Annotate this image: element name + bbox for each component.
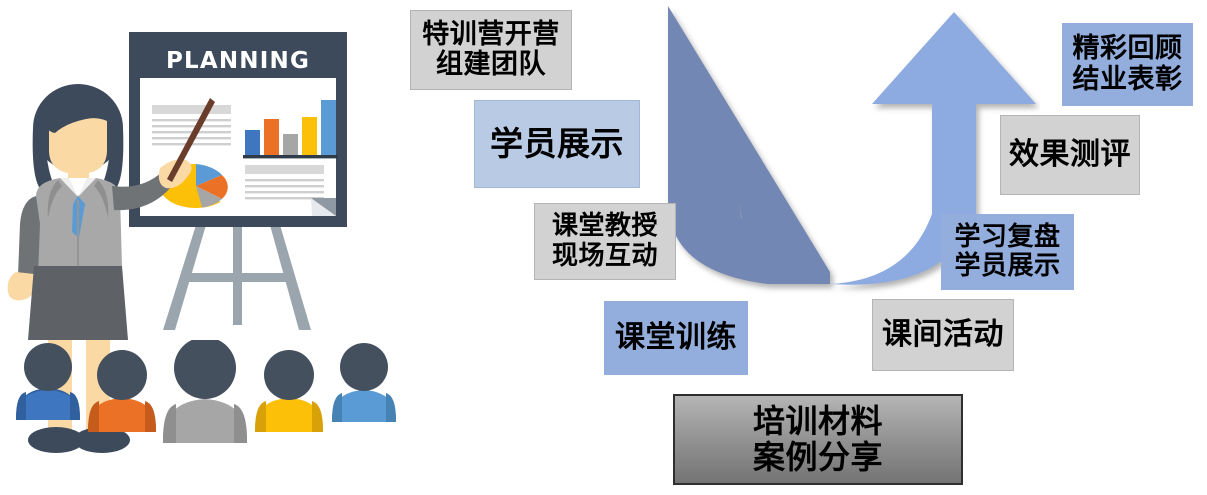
board-text-lines-bottom (245, 165, 324, 200)
u-turn-arrow (640, 0, 1040, 300)
step-class-teaching-box[interactable]: 课堂教授 现场互动 (534, 203, 676, 280)
audience-row (16, 340, 396, 443)
step-trainee-show-box[interactable]: 学员展示 (474, 100, 640, 188)
step-training-material-line-2: 案例分享 (752, 437, 883, 476)
audience-person-1 (16, 343, 82, 420)
bar-chart-icon (243, 100, 338, 159)
step-effect-evaluation-line-1: 效果测评 (1009, 137, 1131, 173)
step-class-teaching-line-1: 课堂教授 (551, 211, 658, 242)
step-camp-open-box[interactable]: 特训营开营 组建团队 (410, 10, 572, 90)
illustration-svg: PLANNING (7, 32, 347, 453)
easel-legs-icon (163, 225, 311, 330)
audience-person-2 (88, 350, 156, 432)
page-fold-corner-icon (311, 198, 336, 216)
step-camp-open-line-2: 组建团队 (436, 49, 546, 80)
step-camp-open-line-1: 特训营开营 (422, 18, 560, 50)
pointer-stick-icon (167, 98, 215, 182)
audience-person-5 (332, 343, 396, 422)
presentation-illustration: PLANNING (0, 0, 400, 491)
step-effect-evaluation-box[interactable]: 效果测评 (1000, 115, 1140, 195)
step-class-training-box[interactable]: 课堂训练 (604, 301, 748, 375)
board-title: PLANNING (166, 48, 310, 74)
step-break-activity-line-1: 课间活动 (882, 317, 1004, 353)
step-break-activity-box[interactable]: 课间活动 (872, 299, 1014, 371)
step-training-material-box[interactable]: 培训材料 案例分享 (673, 394, 963, 485)
step-highlight-review-line-2: 结业表彰 (1072, 63, 1183, 95)
step-learning-review-line-2: 学员展示 (954, 251, 1061, 281)
step-class-teaching-line-2: 现场互动 (551, 240, 658, 271)
audience-person-4 (255, 350, 323, 432)
step-learning-review-box[interactable]: 学习复盘 学员展示 (941, 214, 1074, 290)
audience-person-3 (163, 340, 247, 443)
step-trainee-show-line-1: 学员展示 (490, 123, 624, 163)
u-turn-arrow-svg (668, 6, 1036, 285)
step-class-training-line-1: 课堂训练 (615, 320, 737, 356)
step-highlight-review-line-1: 精彩回顾 (1072, 33, 1183, 65)
step-highlight-review-box[interactable]: 精彩回顾 结业表彰 (1062, 23, 1193, 106)
step-training-material-line-1: 培训材料 (752, 401, 883, 440)
step-learning-review-line-1: 学习复盘 (954, 221, 1061, 252)
